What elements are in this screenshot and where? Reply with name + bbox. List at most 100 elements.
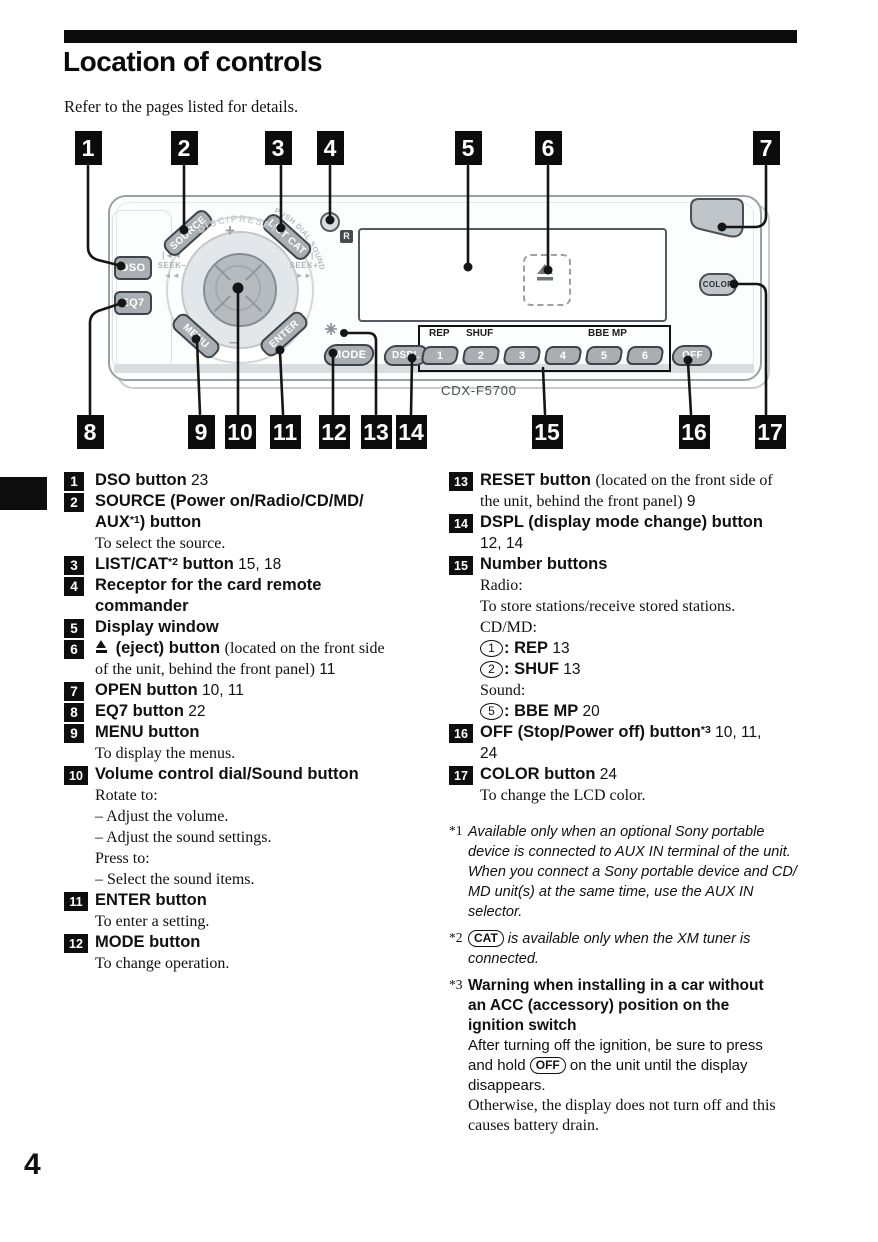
- text-segment: CD/MD:: [480, 619, 537, 636]
- text-segment: Warning when installing in a car without: [468, 977, 764, 994]
- text-segment: commander: [95, 597, 189, 615]
- text-segment: After turning off the ignition, be sure …: [468, 1037, 763, 1054]
- item-row: AUX*1) button: [95, 512, 442, 533]
- display-window: [358, 228, 667, 322]
- item-row: device is connected to AUX IN terminal o…: [468, 842, 821, 862]
- item-row: To change operation.: [95, 953, 442, 974]
- item-row: Display window: [95, 617, 442, 638]
- item-row: DSPL (display mode change) button: [480, 512, 821, 533]
- text-segment: *3: [700, 724, 711, 736]
- text-segment: the unit, behind the front panel): [480, 493, 683, 510]
- text-segment: OPEN button: [95, 681, 198, 699]
- item-number-badge: 9: [64, 724, 84, 743]
- fast-forward-icon: ►►: [295, 271, 313, 280]
- text-segment: 11: [314, 661, 336, 678]
- item-number-badge: 10: [64, 766, 88, 785]
- control-item-5: 5 Display window: [64, 617, 442, 638]
- number-button-6: 6: [625, 346, 665, 365]
- text-segment: ignition switch: [468, 1017, 577, 1034]
- page-title: Location of controls: [63, 46, 323, 77]
- text-segment: an ACC (accessory) position on the: [468, 997, 730, 1014]
- text-segment: is available only when the XM tuner is: [503, 931, 751, 947]
- footnote-marker: *2: [449, 930, 463, 945]
- key-pill: OFF: [529, 1057, 566, 1074]
- item-row: OPEN button 10, 11: [95, 680, 442, 701]
- open-button: OPEN: [701, 201, 731, 213]
- item-row: Otherwise, the display does not turn off…: [468, 1096, 821, 1116]
- text-segment: Receptor for the card remote: [95, 576, 322, 594]
- text-segment: Press to:: [95, 850, 150, 867]
- color-button: COLOR: [699, 273, 737, 296]
- item-row: COLOR button 24: [480, 764, 821, 785]
- item-row: 2: SHUF 13: [480, 659, 821, 680]
- text-segment: (located on the front side: [224, 640, 385, 657]
- text-segment: AUX: [95, 513, 130, 531]
- rep-label: REP: [429, 328, 450, 339]
- item-number-badge: 7: [64, 682, 84, 701]
- number-button-2: 2: [461, 346, 501, 365]
- callout-7: 7: [752, 131, 780, 165]
- item-row: – Select the sound items.: [95, 869, 442, 890]
- callout-15: 15: [531, 415, 563, 449]
- text-segment: Number buttons: [480, 555, 608, 573]
- mode-button: MODE: [322, 344, 376, 366]
- item-row: – Adjust the volume.: [95, 806, 442, 827]
- item-row: an ACC (accessory) position on the: [468, 996, 821, 1016]
- text-segment: To change the LCD color.: [480, 787, 646, 804]
- item-row: the unit, behind the front panel) 9: [480, 491, 821, 512]
- text-segment: 24: [480, 745, 498, 762]
- off-button: OFF: [670, 345, 714, 366]
- item-row: of the unit, behind the front panel) 11: [95, 659, 442, 680]
- text-segment: (eject) button: [111, 639, 225, 657]
- callout-10: 10: [224, 415, 256, 449]
- text-segment: Rotate to:: [95, 787, 158, 804]
- text-segment: – Select the sound items.: [95, 871, 255, 888]
- item-row: Volume control dial/Sound button: [95, 764, 442, 785]
- page-number: 4: [24, 1148, 41, 1181]
- footnote-marker: *1: [449, 823, 463, 838]
- item-row: LIST/CAT*2 button 15, 18: [95, 554, 442, 575]
- item-number-badge: 8: [64, 703, 84, 722]
- item-row: MODE button: [95, 932, 442, 953]
- text-segment: COLOR button: [480, 765, 596, 783]
- item-row: – Adjust the sound settings.: [95, 827, 442, 848]
- text-segment: 9: [682, 493, 696, 510]
- text-segment: : REP: [504, 639, 549, 657]
- left-button-panel: [112, 210, 172, 368]
- item-row: After turning off the ignition, be sure …: [468, 1036, 821, 1056]
- item-number-badge: 17: [449, 766, 473, 785]
- header-rule: [64, 30, 797, 43]
- text-segment: Sound:: [480, 682, 526, 699]
- item-row: To select the source.: [95, 533, 442, 554]
- dso-button: DSO: [114, 256, 152, 280]
- text-segment: 12, 14: [480, 535, 524, 552]
- item-number-badge: 1: [64, 472, 84, 491]
- control-item-17: 17 COLOR button 24 To change the LCD color…: [449, 764, 821, 806]
- item-row: Press to:: [95, 848, 442, 869]
- text-segment: SOURCE (Power on/Radio/CD/MD/: [95, 492, 364, 510]
- item-number-badge: 5: [64, 619, 84, 638]
- text-segment: To select the source.: [95, 535, 226, 552]
- text-segment: 24: [595, 766, 618, 783]
- item-row: 12, 14: [480, 533, 821, 554]
- text-segment: : SHUF: [504, 660, 559, 678]
- text-segment: (located on the front side of: [595, 472, 773, 489]
- dial-plus-label: +: [225, 221, 235, 240]
- text-segment: Radio:: [480, 577, 523, 594]
- text-segment: – Adjust the sound settings.: [95, 829, 272, 846]
- item-row: CAT is available only when the XM tuner …: [468, 929, 821, 949]
- text-segment: MODE button: [95, 933, 201, 951]
- item-row: 24: [480, 743, 821, 764]
- text-segment: Display window: [95, 618, 219, 636]
- callout-11: 11: [269, 415, 301, 449]
- circled-number: 1: [480, 640, 503, 657]
- text-segment: 13: [559, 661, 581, 678]
- text-segment: 20: [578, 703, 600, 720]
